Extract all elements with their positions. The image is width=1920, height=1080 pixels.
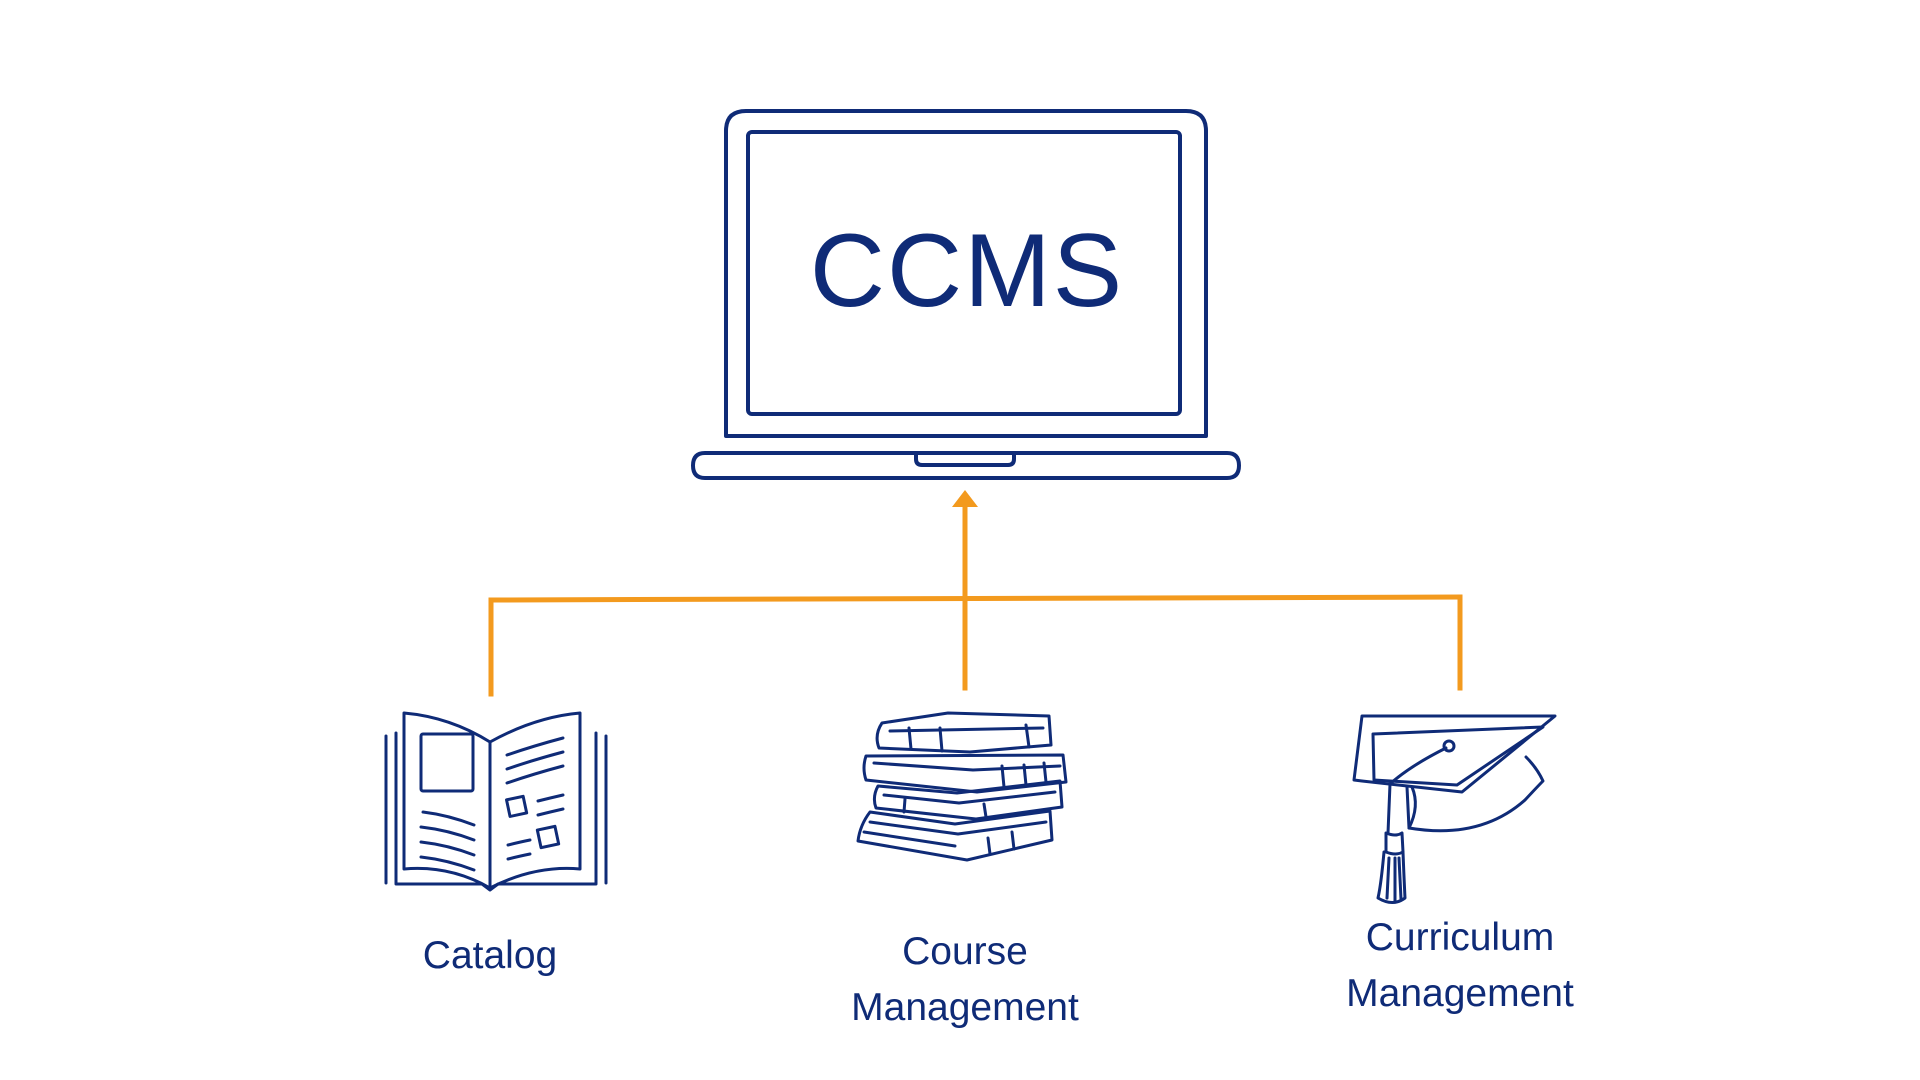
- open-book-icon: [384, 711, 608, 892]
- laptop-screen-inner: [746, 130, 1182, 416]
- course-management-label-line-2: Management: [851, 986, 1079, 1029]
- ccms-title: CCMS: [809, 213, 1125, 329]
- graduation-cap-icon: [1352, 714, 1557, 904]
- node-catalog-label: Catalog: [390, 928, 590, 984]
- connector-horizontal: [488, 594, 1463, 603]
- connector-lines: [488, 505, 1463, 697]
- book-stack-icon: [856, 711, 1068, 862]
- catalog-label-line: Catalog: [422, 934, 558, 977]
- laptop-icon: [691, 109, 1241, 480]
- connector-arrowhead: [952, 490, 978, 507]
- node-curriculum-management-label: Curriculum Management: [1315, 910, 1605, 1022]
- laptop-base: [691, 451, 1241, 480]
- node-course-management-label: Course Management: [820, 924, 1110, 1036]
- laptop-trackpad-notch: [914, 451, 1016, 467]
- laptop-screen-frame: [724, 109, 1208, 438]
- curriculum-management-label-line-2: Management: [1346, 972, 1574, 1015]
- course-management-label-line-1: Course: [902, 930, 1028, 973]
- curriculum-management-label-line-1: Curriculum: [1365, 916, 1555, 959]
